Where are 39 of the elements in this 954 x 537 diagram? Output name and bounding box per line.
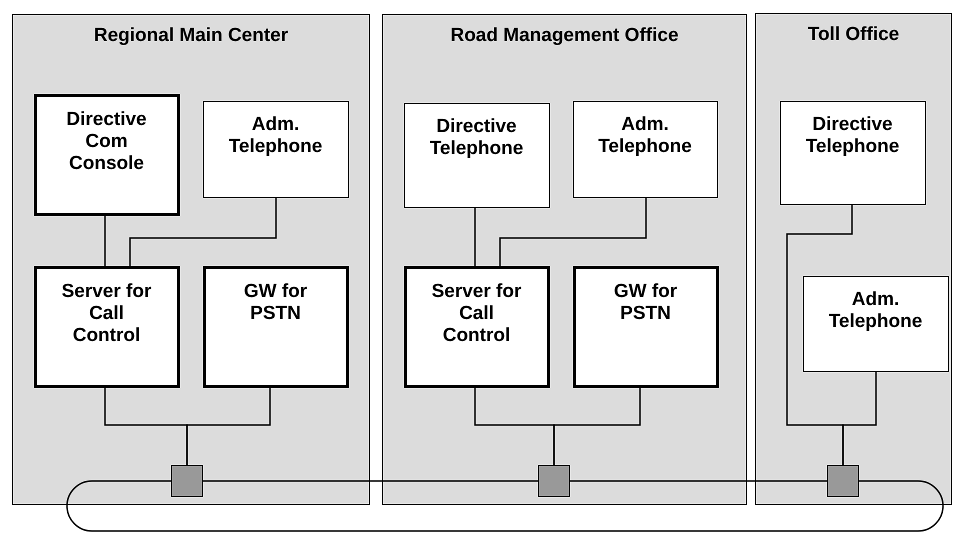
site-title: Road Management Office — [449, 25, 680, 47]
equipment-box — [802, 276, 948, 372]
box-label: Directive Com Console — [65, 108, 148, 174]
site-panel — [12, 14, 370, 505]
site-title: Regional Main Center — [92, 25, 290, 47]
equipment-box — [202, 100, 348, 198]
equipment-box — [404, 266, 550, 388]
site-panel — [382, 14, 747, 505]
box-label: Directive Telephone — [428, 116, 524, 160]
network-line — [66, 480, 944, 532]
equipment-box — [404, 102, 550, 208]
network-line — [186, 388, 271, 465]
equipment-box — [34, 94, 180, 216]
network-line — [553, 388, 641, 465]
equipment-box — [202, 266, 348, 388]
network-line — [203, 480, 538, 482]
box-label: Server for Call Control — [60, 280, 152, 346]
network-line — [570, 480, 827, 482]
network-line — [129, 198, 277, 266]
equipment-box — [572, 266, 718, 388]
box-label: Adm. Telephone — [828, 288, 924, 332]
network-switch-box — [538, 464, 570, 496]
network-switch-box — [170, 464, 202, 496]
box-label: GW for PSTN — [242, 280, 308, 324]
box-label: Server for Call Control — [430, 280, 522, 346]
network-line — [474, 208, 476, 266]
box-label: Directive Telephone — [804, 114, 900, 158]
network-line — [842, 372, 877, 465]
box-label: GW for PSTN — [612, 280, 678, 324]
network-switch-box — [826, 464, 858, 496]
network-line — [104, 216, 106, 266]
equipment-box — [572, 100, 718, 198]
equipment-box — [780, 100, 926, 204]
box-label: Adm. Telephone — [228, 114, 324, 158]
box-label: Adm. Telephone — [597, 114, 693, 158]
site-title: Toll Office — [806, 24, 900, 46]
network-line — [499, 198, 647, 266]
site-panel — [755, 13, 952, 505]
equipment-box — [34, 266, 180, 388]
